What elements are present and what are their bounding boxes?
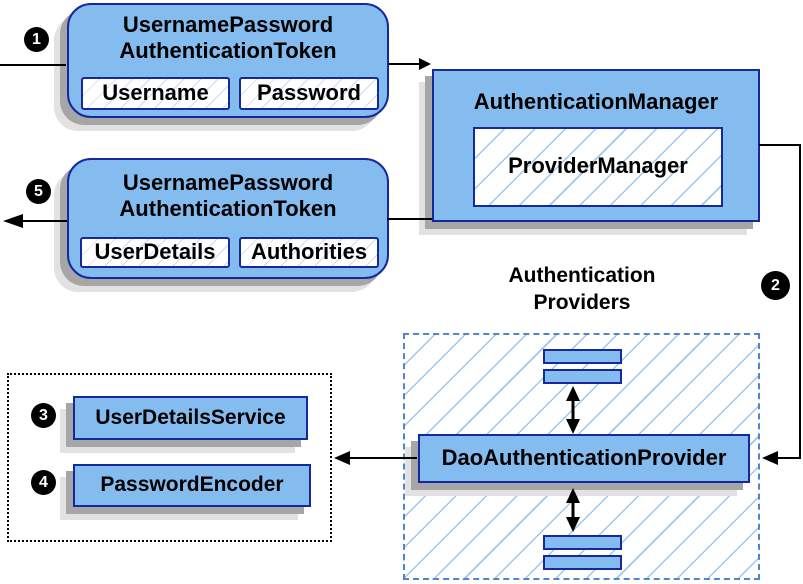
- arrow-step5-outgoing: [3, 214, 67, 228]
- authentication-manager-title: AuthenticationManager: [473, 89, 719, 114]
- provider-manager-box: ProviderManager: [473, 127, 723, 207]
- step-5-badge: 5: [26, 179, 51, 204]
- user-details-field: UserDetails: [80, 237, 230, 268]
- step-3-badge: 3: [31, 403, 56, 428]
- arrow-token-to-manager: [389, 58, 431, 70]
- username-field: Username: [81, 77, 230, 110]
- password-encoder-node: PasswordEncoder: [73, 464, 311, 507]
- step-1-badge: 1: [24, 27, 49, 52]
- response-token-node: UsernamePassword AuthenticationToken Use…: [67, 158, 389, 279]
- authorities-field: Authorities: [239, 237, 379, 268]
- request-token-title: UsernamePassword AuthenticationToken: [69, 12, 387, 64]
- request-token-title-line2: AuthenticationToken: [119, 38, 337, 63]
- authentication-providers-label: Authentication Providers: [457, 262, 707, 316]
- step-2-badge: 2: [761, 271, 790, 300]
- provider-slot-rect: [543, 555, 622, 570]
- response-token-title-line2: AuthenticationToken: [119, 196, 337, 221]
- request-token-node: UsernamePassword AuthenticationToken Use…: [67, 3, 389, 118]
- response-token-title: UsernamePassword AuthenticationToken: [69, 170, 387, 222]
- provider-slot-rect: [543, 535, 622, 550]
- arrow-manager-to-dao: [759, 144, 801, 465]
- request-token-title-line1: UsernamePassword: [122, 12, 334, 37]
- password-field: Password: [239, 77, 379, 110]
- authentication-providers-label-line2: Providers: [533, 291, 631, 314]
- dao-authentication-provider-node: DaoAuthenticationProvider: [418, 434, 750, 483]
- step-4-badge: 4: [31, 470, 56, 495]
- user-details-service-node: UserDetailsService: [73, 396, 308, 440]
- authentication-manager-node: AuthenticationManager ProviderManager: [432, 69, 760, 222]
- authentication-providers-label-line1: Authentication: [508, 264, 656, 287]
- provider-slot-rect: [543, 369, 622, 384]
- response-token-title-line1: UsernamePassword: [122, 170, 334, 195]
- provider-slot-rect: [543, 349, 622, 364]
